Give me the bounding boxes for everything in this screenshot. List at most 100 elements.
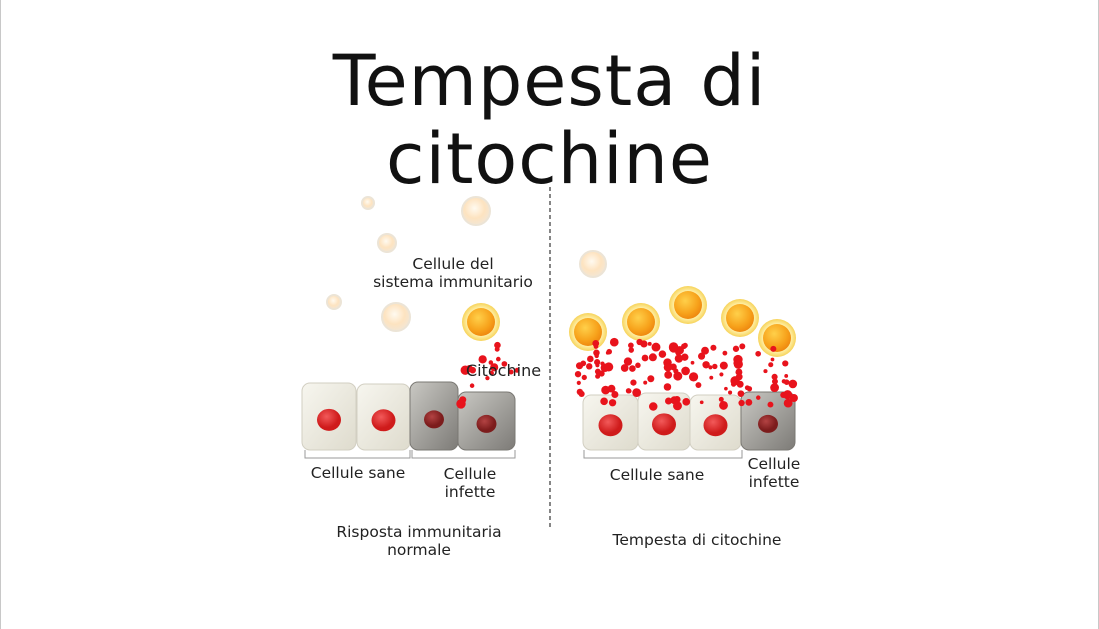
cytokine-dot xyxy=(508,369,514,375)
activated-immune-cell xyxy=(627,308,655,336)
resting-immune-cell xyxy=(361,196,375,210)
cytokine-dot xyxy=(576,380,581,385)
cell-nucleus xyxy=(652,413,676,436)
cytokine-dot xyxy=(668,342,679,352)
cytokine-dot xyxy=(665,397,673,405)
cytokine-dot xyxy=(698,352,706,360)
right-bracket xyxy=(583,450,743,459)
cytokine-dots xyxy=(456,337,798,411)
cytokine-dot xyxy=(485,375,490,381)
cytokine-dot xyxy=(611,391,619,399)
cytokine-dot xyxy=(604,362,614,372)
cytokine-dot xyxy=(647,341,652,346)
cytokine-dot xyxy=(494,341,501,349)
cytokine-dot xyxy=(735,373,743,381)
immune-cells-label-line2: sistema immunitario xyxy=(373,273,533,291)
resting-immune-cell xyxy=(377,233,397,253)
activated-immune-cell xyxy=(674,291,702,319)
cytokines-label: Citochine xyxy=(466,361,542,380)
resting-immune-cell xyxy=(461,196,491,226)
cytokine-dot xyxy=(643,380,648,385)
resting-immune-cells xyxy=(326,196,607,332)
cytokine-dot xyxy=(781,379,787,384)
cytokine-dot xyxy=(658,350,667,358)
resting-immune-cell xyxy=(326,294,342,310)
cytokine-dot xyxy=(586,363,593,370)
cytokine-dot xyxy=(783,390,793,400)
cytokine-dot xyxy=(745,398,753,406)
right-infected-label: Cellule infette xyxy=(724,455,824,491)
cytokine-dot xyxy=(465,365,473,372)
normal-response-caption: Risposta immunitaria normale xyxy=(309,523,529,559)
cytokine-dot xyxy=(768,362,774,368)
cytokine-dot xyxy=(695,382,702,389)
cytokine-dot xyxy=(771,373,778,380)
normal-response-line2: normale xyxy=(387,541,451,559)
cytokine-dot xyxy=(663,363,673,372)
resting-immune-cell xyxy=(579,250,607,278)
cytokine-dot xyxy=(744,385,750,391)
cytokine-dot xyxy=(625,388,632,394)
cytokine-dot xyxy=(630,379,637,386)
cytokine-dot xyxy=(699,400,704,405)
cell-nucleus xyxy=(424,410,444,429)
cytokine-dot xyxy=(739,343,746,350)
cytokine-dot xyxy=(600,361,605,366)
left-infected-line2: infette xyxy=(444,483,496,501)
cytokine-dot xyxy=(771,378,778,385)
cytokine-dot xyxy=(728,390,733,395)
cytokine-dot xyxy=(737,390,745,397)
left-infected-line1: Cellule xyxy=(443,465,497,483)
cytokine-dot xyxy=(595,373,601,379)
cytokine-dot xyxy=(651,342,661,352)
cytokine-dot xyxy=(608,399,617,407)
cytokine-dot xyxy=(514,367,520,373)
left-healthy-label: Cellule sane xyxy=(310,464,406,482)
cell-nucleus xyxy=(758,414,778,433)
cytokine-dot xyxy=(763,369,768,374)
cytokine-dot xyxy=(682,367,690,375)
cytokine-dot xyxy=(718,396,724,402)
cytokine-dot xyxy=(790,383,796,388)
cytokine-dot xyxy=(688,372,699,382)
cytokine-dot xyxy=(501,361,508,367)
cytokine-dot xyxy=(738,399,745,407)
left-infected-label: Cellule infette xyxy=(420,465,520,501)
cytokine-dot xyxy=(478,355,487,364)
cytokine-dot xyxy=(636,338,643,346)
activated-immune-cell xyxy=(467,308,495,336)
cytokine-dot xyxy=(719,372,724,377)
cytokine-dot xyxy=(782,360,789,367)
slide-left-edge xyxy=(0,0,1,629)
cytokine-dot xyxy=(674,354,684,363)
cytokine-dot xyxy=(770,383,779,392)
cytokine-dot xyxy=(594,368,601,375)
cytokine-dot xyxy=(755,350,761,357)
cytokine-dot xyxy=(648,353,657,362)
right-infected-line1: Cellule xyxy=(747,455,801,473)
cytokine-dot xyxy=(595,363,600,368)
title-line-1: Tempesta di xyxy=(332,40,767,122)
cytokine-dot xyxy=(628,342,634,349)
cytokine-dot xyxy=(488,360,494,365)
cytokine-dot xyxy=(641,354,649,362)
cytokine-dot xyxy=(587,355,594,363)
epithelial-cells xyxy=(301,381,796,451)
cytokine-dot xyxy=(673,371,683,381)
activated-immune-cell xyxy=(763,324,791,352)
cytokine-dot xyxy=(712,363,718,370)
cell-nucleus xyxy=(317,408,341,431)
cytokine-dot xyxy=(770,345,777,352)
cytokine-dot xyxy=(606,348,613,355)
cytokine-dot xyxy=(719,400,728,410)
cytokine-dot xyxy=(574,370,582,378)
cytokine-dot xyxy=(632,388,642,397)
cell-nucleus xyxy=(371,409,396,432)
cytokine-dot xyxy=(724,386,728,391)
cytokine-dot xyxy=(460,400,466,406)
cytokine-dot xyxy=(756,395,761,400)
left-brackets xyxy=(304,450,516,459)
cytokine-dot xyxy=(784,374,789,378)
cytokine-dot xyxy=(664,370,673,379)
